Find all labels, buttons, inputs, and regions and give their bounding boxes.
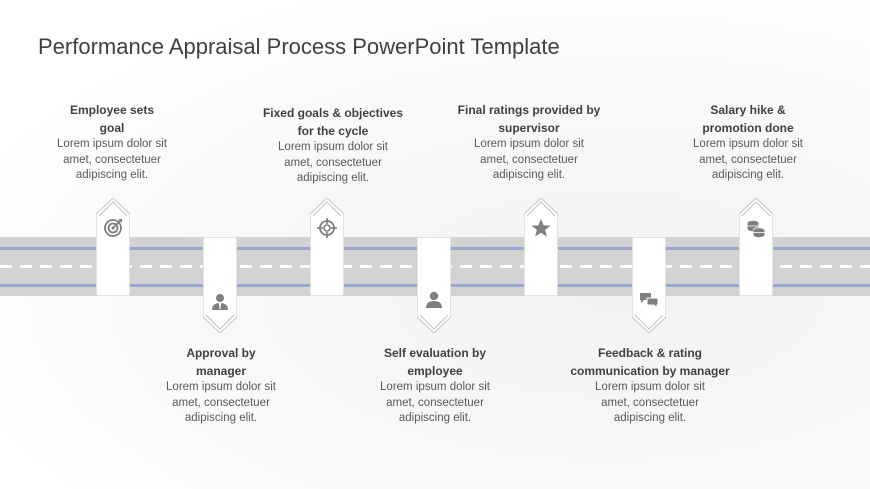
step-2-marker: [203, 237, 237, 333]
crosshair-icon: [317, 218, 337, 238]
person-icon: [424, 290, 444, 310]
page-title: Performance Appraisal Process PowerPoint…: [38, 34, 560, 59]
step-7-marker: [739, 198, 773, 296]
step-3-marker: [310, 198, 344, 296]
step-4-marker: [417, 237, 451, 333]
coins-icon: [746, 218, 766, 238]
step-7-heading: Salary hike &promotion done: [702, 103, 794, 135]
chat-bubbles-icon: [639, 290, 659, 310]
star-icon: [531, 218, 551, 238]
target-icon: [103, 218, 123, 238]
manager-icon: [210, 292, 230, 312]
step-5-marker: [524, 198, 558, 296]
step-1-marker: [96, 198, 130, 296]
step-7-text: Salary hike &promotion done Lorem ipsum …: [673, 101, 823, 184]
step-6-marker: [632, 237, 666, 333]
